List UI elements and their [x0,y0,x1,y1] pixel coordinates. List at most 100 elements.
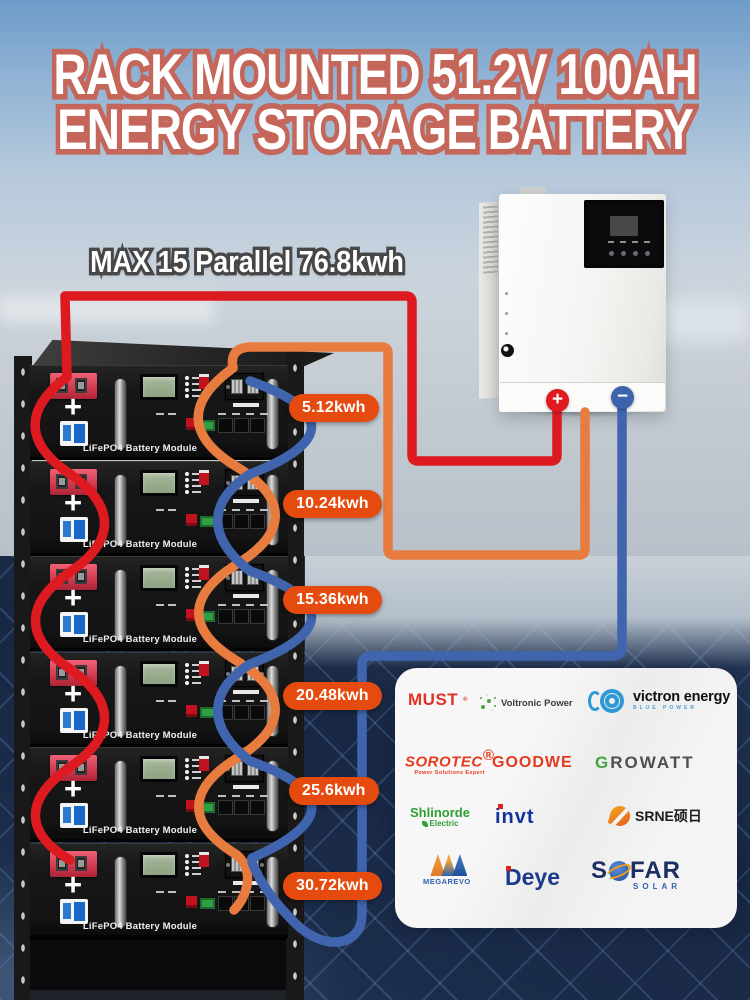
status-led-icon [185,489,189,494]
dry-contact-connector [200,802,215,813]
status-led-icon [185,567,189,571]
module-handle-left [114,378,127,450]
module-lcd-screen [140,660,178,687]
reset-switch [186,800,197,812]
screw-icon [505,312,508,315]
led-label-dash [192,771,201,773]
port-label-dash [168,508,176,511]
inverter-label-dash [620,241,626,243]
page-title-line1: RACK MOUNTED 51.2V 100AH RACK MOUNTED 51… [49,36,702,112]
triple-peak-icon [430,854,468,876]
port-label-dash [232,699,240,702]
comm-port [234,895,249,911]
port-label-dash [168,890,176,893]
port-label-dash [260,508,268,511]
module-name-label: LiFePO4 Battery Module [82,825,198,836]
dip-switch [199,851,209,867]
status-led-icon [185,770,189,774]
negative-terminal-block [225,373,264,400]
blue-swirl-icon [588,688,628,714]
battery-module: + LiFePO4 [30,651,288,747]
module-handle-left [114,760,127,832]
inverter-positive-terminal: + [546,389,569,412]
comm-port [218,513,233,529]
terminal-label-bar [233,594,259,598]
plus-symbol: + [63,484,83,520]
subtitle-parallel-capacity: MAX 15 Parallel 76.8kwh MAX 15 Parallel … [87,242,407,282]
status-led-icon [185,579,189,583]
negative-terminal-block [225,468,264,496]
status-led-icon [185,680,189,685]
plus-symbol: + [63,580,83,615]
status-led-icon [185,764,189,768]
module-label-sticker [60,898,88,924]
port-label-dash [156,795,164,797]
dip-switch [199,565,209,580]
battery-module: + LiFePO4 [30,556,288,651]
reset-switch [186,895,197,908]
status-led-icon [185,483,189,488]
brand-growatt: GROWATT [595,753,695,772]
screw-icon [505,332,508,335]
inverter-bottom-strip [500,383,665,411]
led-label-dash [192,872,201,875]
port-label-dash [232,890,240,893]
comm-port [218,800,233,815]
port-label-dash [168,795,176,797]
negative-terminal-block [225,564,264,591]
port-label-dash [156,890,164,893]
module-handle-left [114,664,127,737]
status-led-icon [185,471,189,476]
plus-symbol: + [63,389,83,424]
comm-port [218,609,233,624]
port-label-dash [260,604,268,606]
capacity-badge: 15.36kwh [283,586,382,614]
module-lcd-screen [140,565,178,591]
port-label-dash [246,413,254,415]
port-label-dash [156,699,164,702]
port-label-dash [218,795,226,797]
status-led-icon [185,758,189,762]
led-label-dash [192,580,201,582]
status-led-icon [185,865,189,870]
port-label-dash [260,890,268,893]
port-label-dash [168,413,176,415]
plus-symbol: + [63,866,83,902]
port-label-dash [232,508,240,511]
port-label-dash [246,604,254,606]
comm-port [218,895,233,911]
comm-port [234,609,249,624]
led-label-dash [192,866,201,869]
terminal-label-bar [233,880,259,885]
capacity-badge: 5.12kwh [289,394,379,422]
terminal-label-bar [233,403,259,407]
negative-terminal-block [225,850,264,878]
green-dots-swirl-icon [478,694,496,712]
led-label-dash [192,681,201,684]
comm-port [234,704,249,720]
inverter-label-dash [644,241,650,243]
module-handle-left [114,855,127,928]
port-label-dash [246,508,254,511]
module-name-label: LiFePO4 Battery Module [82,538,198,550]
dry-contact-connector [200,420,215,431]
status-led-icon [185,871,189,876]
brand-sorotec: SOROTEC® Power Solutions Expert [405,747,495,777]
reset-switch [186,609,197,621]
comm-port [250,609,265,624]
status-led-icon [185,662,189,667]
status-led-icon [185,585,189,589]
port-label-dash [218,508,226,511]
comm-port [234,800,249,815]
brand-sofar-solar: S FAR SOLAR [591,857,682,892]
inverter-button [645,251,650,256]
comm-port [250,800,265,815]
capacity-badge: 20.48kwh [283,682,382,710]
terminal-label-bar [233,785,259,789]
status-led-icon [185,668,189,673]
inverter-vents [483,205,498,277]
port-label-dash [246,890,254,893]
background-cloud-streak [0,296,215,322]
port-label-dash [218,890,226,893]
port-label-dash [218,699,226,702]
